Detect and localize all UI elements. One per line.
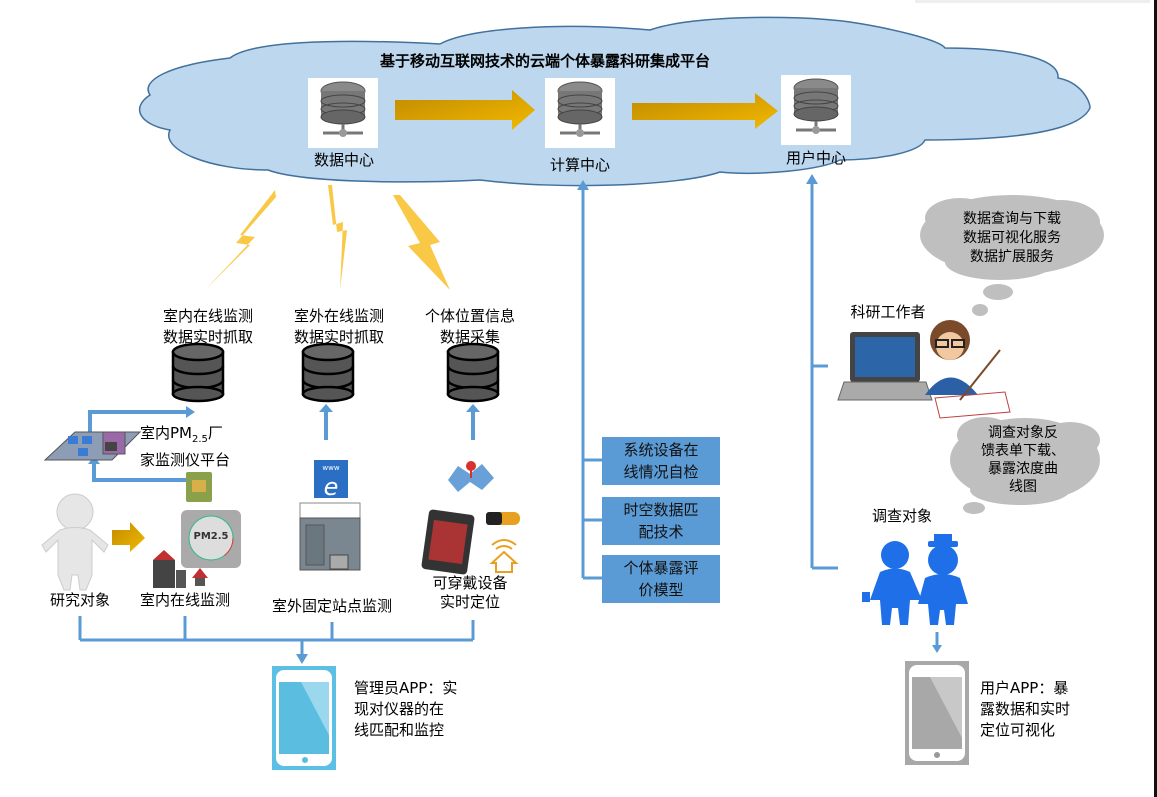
wifi-icon [486,512,520,573]
lightning-icon [205,190,276,290]
user-app-description: 用户APP：暴 露数据和实时 定位可视化 [980,679,1071,739]
www-text: www [322,464,339,472]
admin-app-description: 管理员APP：实 现对仪器的在 线匹配和监控 [354,679,458,739]
indoor-platform-label: 室内PM2.5厂 家监测仪平台 [140,424,231,469]
survey-feedback-text: 调查对象反 馈表单下载、 暴露浓度曲 线图 [981,425,1065,495]
laptop-icon [837,332,933,401]
flow-arrow-subject-to-indoor [112,522,145,552]
indoor-data-capture-label: 室内在线监测 数据实时抓取 [162,307,253,346]
realtime-location-label: 实时定位 [439,593,500,611]
platform-title: 基于移动互联网技术的云端个体暴露科研集成平台 [380,52,711,70]
svg-text:e: e [324,473,339,501]
module-device-self-check[interactable]: 系统设备在 线情况自检 [602,437,720,485]
researcher-thought-cloud [920,195,1104,316]
server-icon-compute-center [545,78,615,148]
outdoor-station-label: 室外固定站点监测 [271,597,392,615]
database-icon-indoor [171,342,225,403]
indoor-monitoring-label: 室内在线监测 [139,591,230,609]
admin-tablet-icon [272,666,336,770]
sim-card-icon [186,472,212,502]
survey-thought-cloud [950,417,1100,514]
module-exposure-model[interactable]: 个体暴露评 价模型 [602,555,720,603]
flow-arrow-data-to-compute [395,90,535,130]
wearable-device-label: 可穿戴设备 [432,574,508,592]
outdoor-data-capture-label: 室外在线监测 数据实时抓取 [293,307,384,346]
lightning-icons [205,185,450,290]
building-icon [153,550,208,588]
server-icon-data-center [308,78,378,148]
pm25-sensor-icon [181,510,241,568]
monitoring-station-icon [299,502,361,571]
ie-browser-icon: www e [314,460,348,501]
database-icon-location [446,342,500,403]
lightning-icon [393,195,450,290]
researcher-label: 科研工作者 [850,303,926,321]
location-data-collection-label: 个体位置信息 数据采集 [424,307,515,346]
person-figure-icon [41,493,109,591]
pm25-badge: PM2.5 [193,531,229,542]
researcher-icon [925,320,1011,419]
researcher-services-text: 数据查询与下载 数据可视化服务 数据扩展服务 [963,211,1061,265]
flow-arrow-compute-to-user [632,93,778,129]
user-center-label: 用户中心 [785,149,846,167]
window-edge [1154,0,1157,797]
wearable-device-icon [421,509,475,575]
data-center-label: 数据中心 [313,151,374,169]
network-platform-icon [43,431,142,461]
lightning-icon [328,185,347,290]
module-spatiotemporal-matching[interactable]: 时空数据匹 配技术 [602,497,720,545]
window-edge-shadow [915,0,1150,3]
server-icon-user-center [781,75,851,145]
user-tablet-icon [905,661,969,765]
compute-center-label: 计算中心 [549,156,610,174]
survey-subject-label: 调查对象 [871,507,932,525]
map-pin-icon [448,461,494,492]
survey-people-icon [862,534,968,625]
research-subject-label: 研究对象 [49,591,110,609]
database-icon-outdoor [301,342,355,403]
